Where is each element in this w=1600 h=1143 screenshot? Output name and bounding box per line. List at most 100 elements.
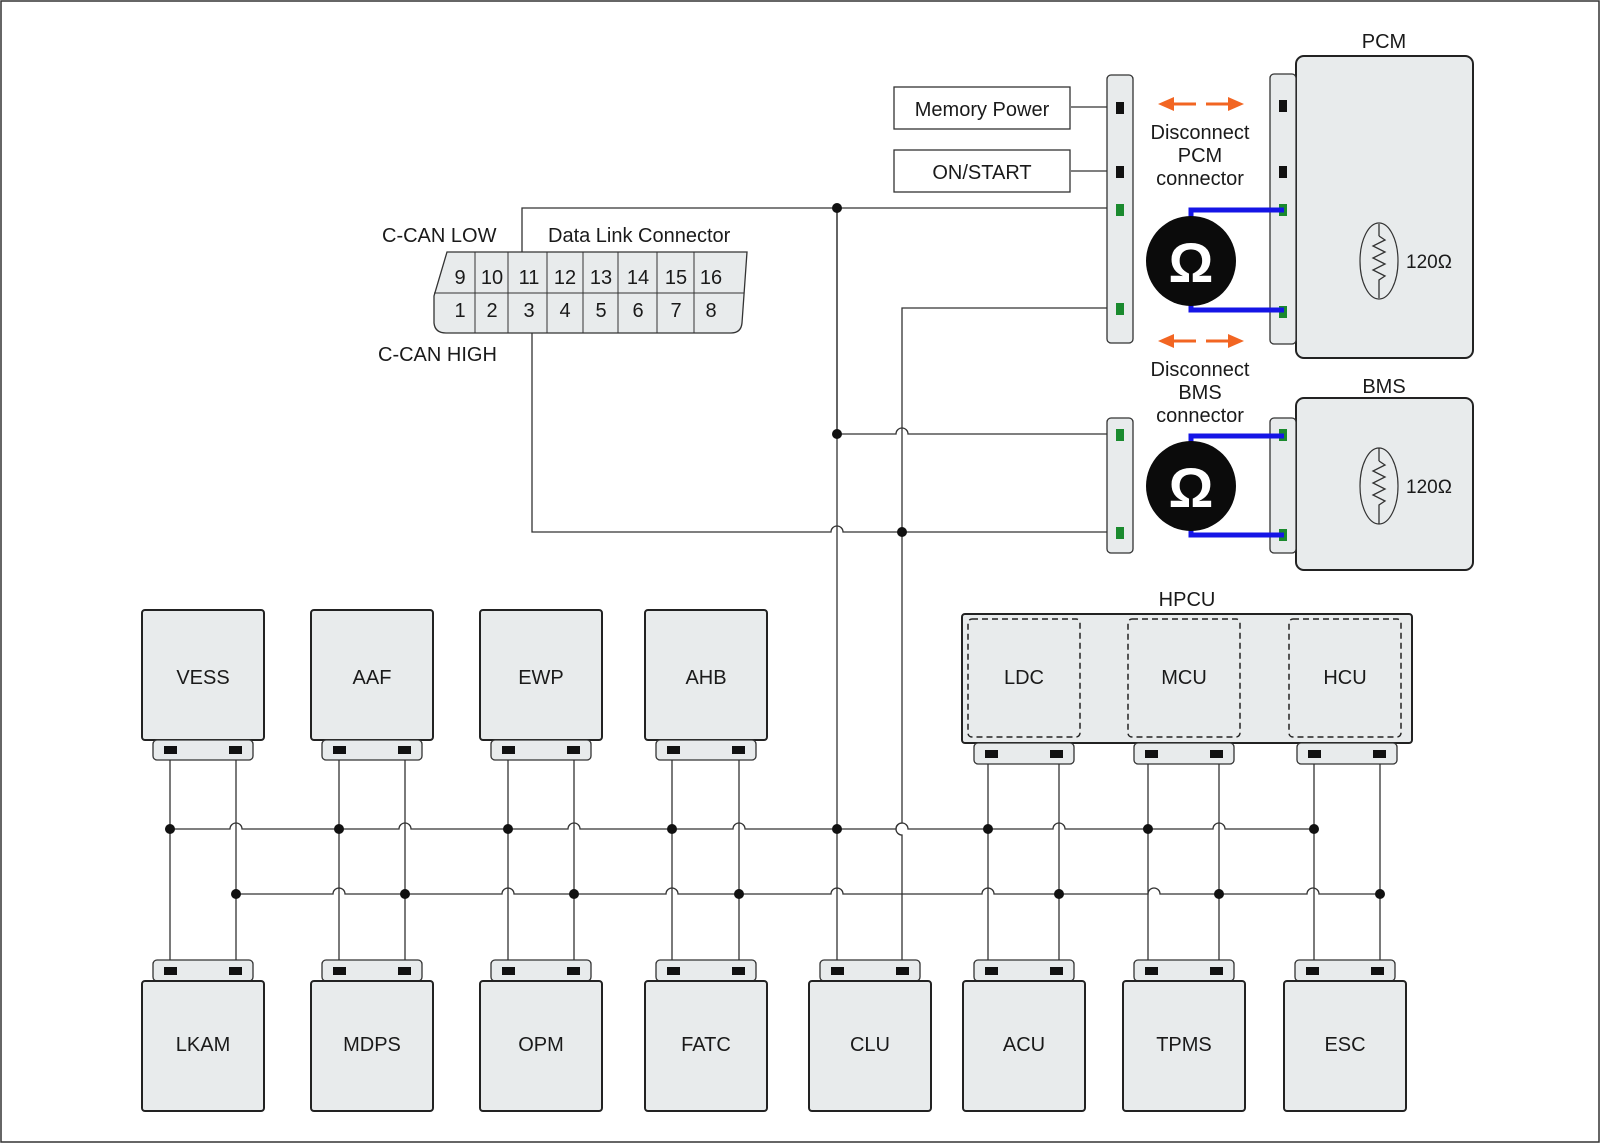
dlc-pin-label: 14 — [627, 267, 649, 289]
aaf-mdps-drops — [338, 750, 406, 973]
resistor-zigzag — [1371, 235, 1387, 298]
junctions — [165, 203, 1385, 899]
junction — [1309, 824, 1319, 834]
pin-black — [1050, 967, 1063, 975]
hpcu-label: HPCU — [1159, 589, 1216, 611]
bms-disconnect-line3: connector — [1156, 405, 1244, 427]
ohm-symbol: Ω — [1169, 231, 1214, 294]
junction — [400, 889, 410, 899]
bms-harness-connector — [1106, 417, 1134, 554]
module-box — [1283, 980, 1407, 1112]
pcm-resistor-value: 120Ω — [1406, 252, 1452, 273]
pin-black — [667, 746, 680, 754]
ohm-symbol: Ω — [1169, 456, 1214, 519]
dlc-pin-label: 4 — [559, 300, 570, 322]
junction — [1143, 824, 1153, 834]
pcm-disconnect-line3: connector — [1156, 168, 1244, 190]
pin-black — [985, 750, 998, 758]
module-connector — [1296, 742, 1398, 765]
pin-black — [1279, 166, 1287, 178]
pin-black — [732, 967, 745, 975]
ohmmeter-icon — [1146, 441, 1236, 531]
module-ewp: EWP — [479, 609, 603, 761]
dlc-pin-label: 8 — [705, 300, 716, 322]
junction — [1375, 889, 1385, 899]
module-lkam: LKAM — [141, 959, 265, 1112]
hcu-sub — [1288, 618, 1402, 738]
pin-black — [1145, 967, 1158, 975]
pin-black — [1279, 100, 1287, 112]
pcm-label: PCM — [1362, 31, 1406, 53]
dlc-pin-label: 16 — [700, 267, 722, 289]
ldc-acu-drops — [987, 757, 1060, 973]
pin-green — [1116, 204, 1124, 216]
pin-black — [1210, 750, 1223, 758]
junction — [231, 889, 241, 899]
ahb-fatc-drops — [671, 750, 740, 973]
pin-black — [502, 746, 515, 754]
mcu-sub — [1127, 618, 1241, 738]
hpcu-connector-row — [973, 742, 1398, 765]
mcu-label: MCU — [1161, 667, 1207, 689]
bms-disconnect-line2: BMS — [1178, 382, 1221, 404]
memory-power-box — [893, 86, 1071, 130]
on-start-label: ON/START — [932, 162, 1031, 184]
module-connector — [490, 739, 592, 761]
module-fatc: FATC — [644, 959, 768, 1112]
pin-green — [1116, 429, 1124, 441]
module-label: CLU — [850, 1034, 890, 1056]
dlc-title: Data Link Connector — [548, 225, 731, 247]
module-acu: ACU — [962, 959, 1086, 1112]
module-box — [644, 980, 768, 1112]
pcm-box — [1295, 55, 1474, 359]
pin-black — [398, 967, 411, 975]
c-can-high-label: C-CAN HIGH — [378, 344, 497, 366]
junction — [832, 429, 842, 439]
pin-black — [831, 967, 844, 975]
module-box — [479, 980, 603, 1112]
module-label: VESS — [176, 667, 229, 689]
junction — [165, 824, 175, 834]
bms-connector — [1269, 417, 1297, 554]
pin-black — [164, 746, 177, 754]
harness-connectors — [1106, 74, 1134, 554]
pin-black — [1210, 967, 1223, 975]
module-connector — [152, 739, 254, 761]
module-label: AAF — [353, 667, 392, 689]
hpcu-module: HPCU LDC MCU HCU — [961, 589, 1413, 744]
module-label: MDPS — [343, 1034, 401, 1056]
dlc-pin-label: 9 — [454, 267, 465, 289]
arrow-right-head — [1228, 97, 1244, 111]
junction — [503, 824, 513, 834]
module-label: TPMS — [1156, 1034, 1212, 1056]
pcm-disconnect-line1: Disconnect — [1151, 122, 1250, 144]
pin-black — [667, 967, 680, 975]
hcu-esc-drops — [1313, 757, 1381, 973]
pin-black — [1308, 750, 1321, 758]
module-tpms: TPMS — [1122, 959, 1246, 1112]
dlc-pin-label: 15 — [665, 267, 687, 289]
module-box — [1122, 980, 1246, 1112]
pin-green — [1116, 527, 1124, 539]
pin-black — [732, 746, 745, 754]
pin-black — [567, 746, 580, 754]
pcm-ohmmeter: Ω — [1146, 207, 1284, 313]
module-vess: VESS — [141, 609, 265, 761]
dlc-pin-label: 3 — [523, 300, 534, 322]
pin-black — [1373, 750, 1386, 758]
junction — [1054, 889, 1064, 899]
module-connector — [655, 739, 757, 761]
module-connector — [973, 742, 1075, 765]
pin-black — [229, 967, 242, 975]
arrow-left-head — [1158, 334, 1174, 348]
dlc-pin-label: 7 — [670, 300, 681, 322]
junction — [1214, 889, 1224, 899]
module-clu: CLU — [808, 959, 932, 1112]
pin-black — [164, 967, 177, 975]
ldc-sub — [967, 618, 1081, 738]
